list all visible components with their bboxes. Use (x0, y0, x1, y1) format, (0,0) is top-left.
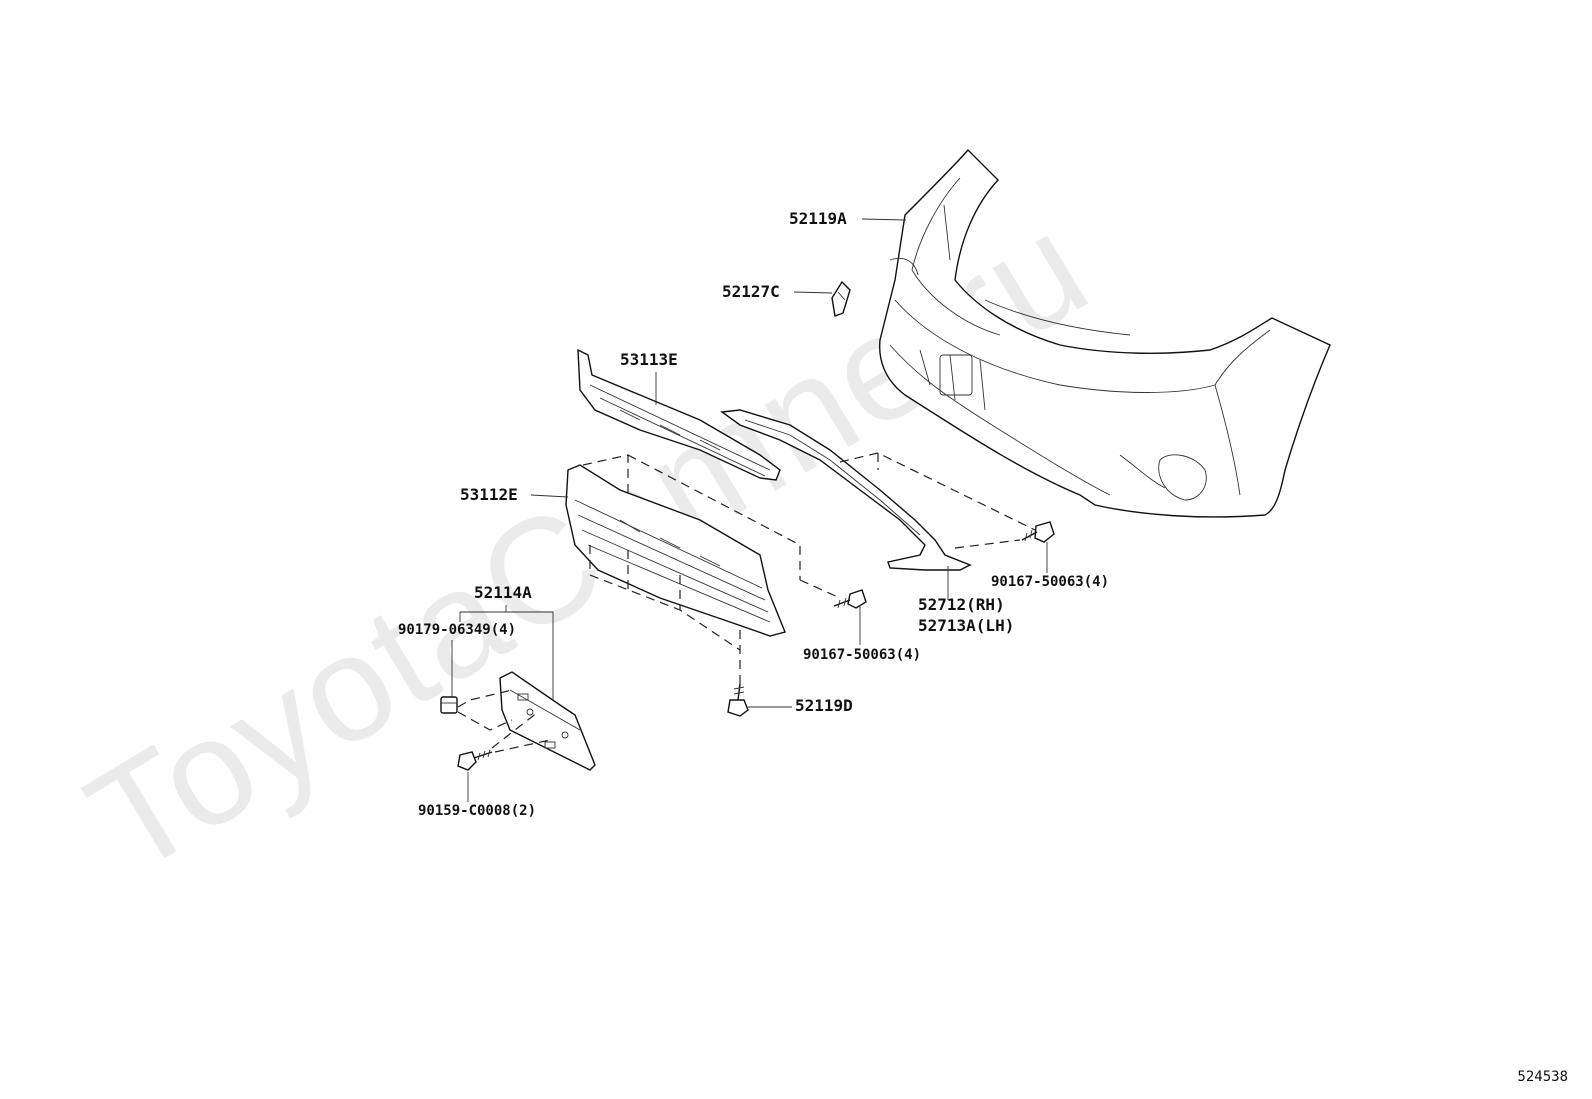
part-label-screw-right: 90167-50063(4) (991, 574, 1110, 590)
part-label-bracket-52127c: 52127C (722, 282, 780, 301)
part-label-clip-52119d: 52119D (795, 696, 853, 715)
bumper-molding-icon (720, 409, 972, 571)
part-label-nut-90179: 90179-06349(4) (398, 622, 517, 638)
nut-icon (440, 696, 458, 714)
assembly-dashed-lines (457, 452, 1036, 753)
part-label-bolt-90159: 90159-C0008(2) (418, 803, 537, 819)
lower-grille-53112e-icon (565, 464, 786, 637)
bracket-52127c-icon (831, 280, 851, 317)
leader-lines (451, 218, 1048, 802)
front-bumper-cover-icon (878, 148, 1331, 518)
clip-52119d-icon (727, 683, 749, 717)
part-label-lower-grille: 53112E (460, 485, 518, 504)
part-label-upper-grille: 53113E (620, 350, 678, 369)
upper-grille-53113e-icon (577, 348, 781, 481)
screw-center-icon (833, 589, 867, 609)
part-label-plate-bracket: 52114A (474, 583, 532, 602)
part-label-molding-lh: 52713A(LH) (918, 616, 1015, 635)
screw-right-icon (1021, 521, 1055, 543)
bolt-90159-icon (457, 749, 493, 771)
license-plate-bracket-icon (499, 671, 596, 771)
part-label-molding-rh: 52712(RH) (918, 595, 1005, 614)
part-label-bumper-cover: 52119A (789, 209, 847, 228)
diagram-id: 524538 (1517, 1069, 1568, 1085)
part-label-screw-center: 90167-50063(4) (803, 647, 922, 663)
